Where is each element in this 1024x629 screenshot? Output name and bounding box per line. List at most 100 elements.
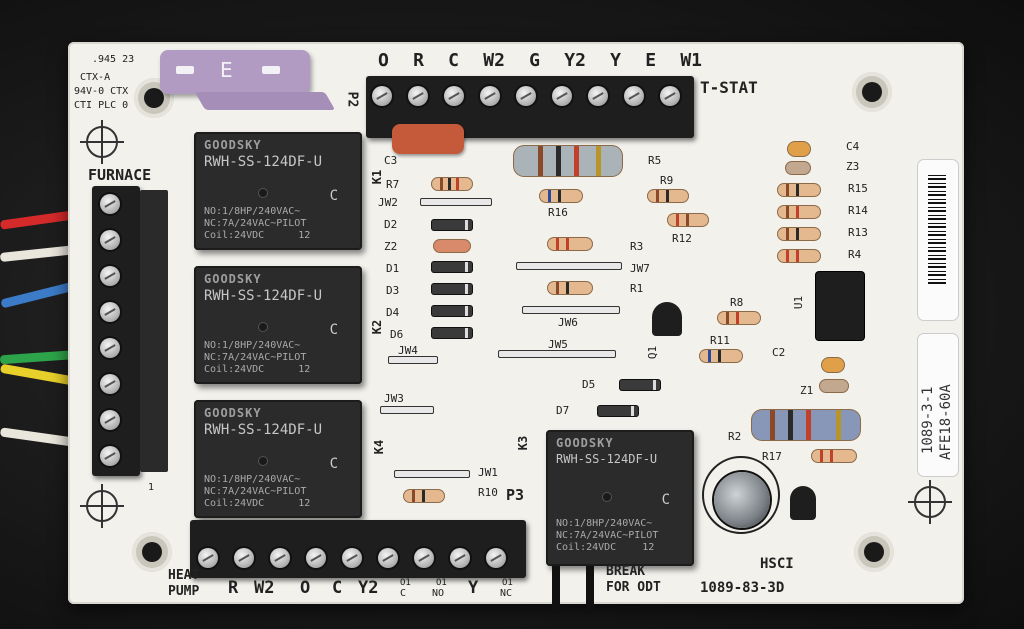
- diode-d2: [418, 220, 486, 230]
- furnace-screw-7[interactable]: [100, 410, 120, 430]
- band: [786, 250, 789, 262]
- r1-label: R1: [630, 282, 644, 295]
- relay-spec-3: Coil:24VDC 12: [556, 542, 654, 553]
- fuse-blade-left: [176, 66, 194, 74]
- capacitor-c4: [774, 142, 824, 156]
- tstat-screw-w1[interactable]: [660, 86, 680, 106]
- tstat-label-r: R: [413, 50, 424, 71]
- furnace-screw-5[interactable]: [100, 338, 120, 358]
- hp-label-odt-c-bot: C: [400, 588, 407, 599]
- hp-label-o: O: [300, 578, 311, 598]
- relay-coil-12: 12: [298, 230, 311, 241]
- r5-band-3: [574, 146, 579, 176]
- hp-screw-y[interactable]: [450, 548, 470, 568]
- relay-spec-2: NC:7A/24VAC~PILOT: [556, 530, 659, 541]
- hp-screw-o[interactable]: [270, 548, 290, 568]
- zener-z3: [772, 162, 824, 174]
- band: [676, 214, 679, 226]
- relay-k2: GOODSKY RWH-SS-124DF-U C NO:1/8HP/240VAC…: [194, 266, 362, 384]
- r7-label: R7: [386, 178, 400, 191]
- capacitor-c2: [808, 358, 858, 372]
- model-sticker: [918, 334, 958, 476]
- tstat-screw-e[interactable]: [624, 86, 644, 106]
- relay-brand: GOODSKY: [204, 406, 262, 420]
- furnace-screw-8[interactable]: [100, 446, 120, 466]
- hp-label-c: C: [332, 578, 343, 598]
- u1-label: U1: [792, 295, 806, 310]
- k2-label: K2: [370, 319, 385, 335]
- relay-spec-3: Coil:24VDC 12: [204, 498, 310, 509]
- tstat-screw-g[interactable]: [516, 86, 536, 106]
- hp-screw-odt-nc[interactable]: [486, 548, 506, 568]
- tstat-screw-o[interactable]: [372, 86, 392, 106]
- band: [656, 190, 659, 202]
- jumper-jw6: [522, 306, 620, 314]
- furnace-screw-6[interactable]: [100, 374, 120, 394]
- band: [708, 350, 711, 362]
- tstat-screw-c[interactable]: [444, 86, 464, 106]
- d4-label: D4: [386, 306, 400, 319]
- band: [796, 250, 799, 262]
- sticker-line-2: AFE18-60A: [938, 384, 954, 460]
- fuse-blade-right: [262, 66, 280, 74]
- relay-dot: [258, 188, 268, 198]
- r11-label: R11: [710, 334, 730, 347]
- band: [830, 450, 833, 462]
- tstat-terminal-block: [366, 76, 694, 138]
- tstat-terminal-labels: O R C W2 G Y2 Y E W1: [378, 50, 702, 74]
- band: [726, 312, 729, 324]
- hp-label-odt-no-top: O1: [436, 578, 447, 588]
- relay-spec-3: Coil:24VDC 12: [204, 230, 310, 241]
- diode-d3: [418, 284, 486, 294]
- relay-spec-1: NO:1/8HP/240VAC~: [204, 474, 301, 485]
- hp-screw-c[interactable]: [306, 548, 326, 568]
- k1-label: K1: [370, 169, 385, 185]
- relay-coil: Coil:24VDC: [204, 364, 265, 375]
- r15-label: R15: [848, 182, 868, 195]
- jumper-jw3: [380, 406, 434, 414]
- furnace-screw-2[interactable]: [100, 230, 120, 250]
- hp-screw-odt-c[interactable]: [378, 548, 398, 568]
- fiducial-left: [80, 120, 124, 164]
- jw4-label: JW4: [398, 344, 418, 357]
- d3-label: D3: [386, 284, 400, 297]
- jumper-jw1: [394, 470, 470, 478]
- hp-screw-r[interactable]: [198, 548, 218, 568]
- hp-screw-w2[interactable]: [234, 548, 254, 568]
- hp-screw-odt-no[interactable]: [414, 548, 434, 568]
- furnace-screw-1[interactable]: [100, 194, 120, 214]
- tstat-screw-w2[interactable]: [480, 86, 500, 106]
- hp-label-odt-no-bot: NO: [432, 588, 445, 599]
- hp-screw-y2[interactable]: [342, 548, 362, 568]
- fiducial-right: [908, 480, 952, 524]
- relay-k3: GOODSKY RWH-SS-124DF-U C NO:1/8HP/240VAC…: [546, 430, 694, 566]
- resistor-r16: [526, 190, 596, 202]
- relay-model: RWH-SS-124DF-U: [204, 154, 323, 170]
- r2-label: R2: [728, 430, 742, 443]
- relay-coil: Coil:24VDC: [204, 230, 265, 241]
- ic-u1: [816, 272, 864, 340]
- resistor-r9: [634, 190, 702, 202]
- tstat-screw-y[interactable]: [588, 86, 608, 106]
- p2-label: P2: [344, 91, 360, 108]
- tstat-screw-r[interactable]: [408, 86, 428, 106]
- hsci-label: HSCI: [760, 556, 794, 572]
- diode-d4: [418, 306, 486, 316]
- furnace-screw-3[interactable]: [100, 266, 120, 286]
- c4-label: C4: [846, 140, 860, 153]
- tstat-label: T-STAT: [700, 78, 758, 97]
- resistor-r10: [390, 490, 458, 502]
- r3-label: R3: [630, 240, 644, 253]
- furnace-block-side: [140, 190, 168, 472]
- hp-label-y: Y: [468, 578, 479, 598]
- tstat-screw-y2[interactable]: [552, 86, 572, 106]
- relay-brand: GOODSKY: [556, 436, 614, 450]
- r5-band-2: [556, 146, 561, 176]
- hp-label-odt-nc-bot: NC: [500, 588, 513, 599]
- cert-line-3: 94V-0 CTX: [74, 86, 129, 97]
- relay-c: C: [329, 456, 338, 472]
- furnace-screw-4[interactable]: [100, 302, 120, 322]
- capacitor-q2: [790, 486, 816, 520]
- band: [422, 490, 425, 502]
- band: [566, 282, 569, 294]
